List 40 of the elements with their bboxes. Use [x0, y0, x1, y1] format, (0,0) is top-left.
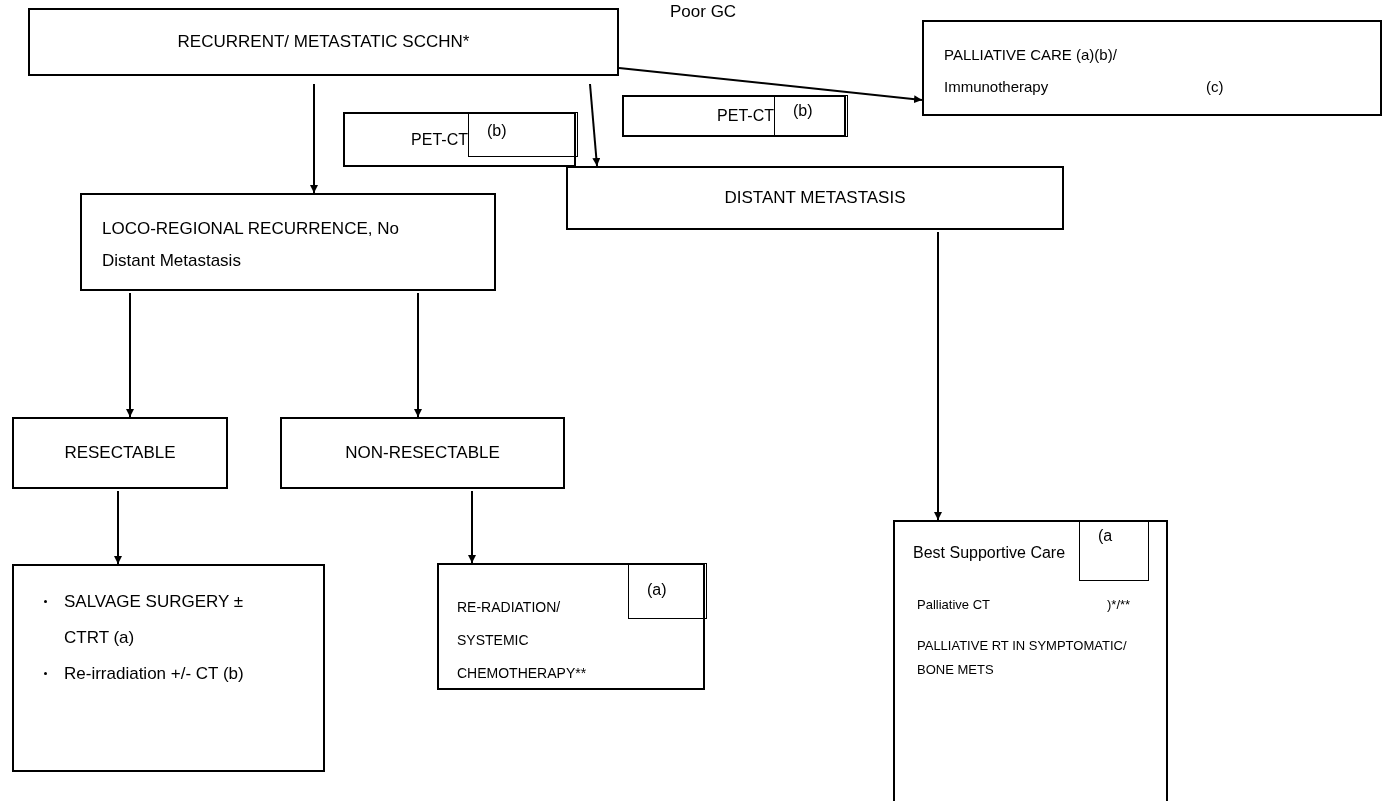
node-text: NON-RESECTABLE: [344, 442, 501, 464]
arrow: [934, 231, 942, 521]
reference-tag: (a: [1079, 520, 1149, 581]
process-box: [922, 20, 1382, 116]
process-box: [12, 564, 325, 772]
node-text: Re-irradiation +/- CT (b): [64, 656, 264, 728]
node-text: )*/**: [1107, 596, 1132, 614]
node-text: RE-RADIATION/ SYSTEMIC CHEMOTHERAPY**: [457, 598, 588, 683]
node-text: RESECTABLE: [63, 442, 177, 464]
reference-tag: (b): [774, 95, 848, 137]
node-text: Best Supportive Care: [913, 543, 1067, 563]
process-box: [343, 112, 576, 167]
node-text: PET-CT: [410, 129, 468, 150]
node-text: PALLIATIVE CARE (a)(b)/: [944, 45, 1118, 65]
process-box: [80, 193, 496, 291]
node-text: SALVAGE SURGERY ± CTRT (a): [64, 584, 269, 656]
arrow: [126, 292, 134, 418]
node-text: PET-CT: [716, 106, 774, 126]
reference-tag: (b): [468, 112, 578, 157]
process-box: [566, 166, 1064, 230]
node-text: Palliative CT: [917, 596, 991, 614]
node-text: Immunotherapy: [944, 77, 1050, 97]
arrow: [468, 490, 476, 564]
arrow: [618, 67, 923, 104]
arrow: [589, 83, 601, 167]
node-text: RECURRENT/ METASTATIC SCCHN*: [176, 31, 471, 53]
process-box: [437, 563, 705, 690]
process-box: [28, 8, 619, 76]
arrow: [114, 490, 122, 565]
process-box: [12, 417, 228, 489]
process-box: [280, 417, 565, 489]
arrow: [414, 292, 422, 418]
process-box: [622, 95, 846, 137]
node-text: PALLIATIVE RT IN SYMPTOMATIC/ BONE METS: [917, 637, 1128, 679]
node-text: DISTANT METASTASIS: [723, 187, 907, 209]
process-box: [893, 520, 1168, 801]
node-text: (c): [1206, 77, 1225, 97]
arrow: [310, 83, 318, 194]
node-text: LOCO-REGIONAL RECURRENCE, No Distant Metastasis: [102, 218, 400, 272]
reference-tag: (a): [628, 563, 707, 619]
